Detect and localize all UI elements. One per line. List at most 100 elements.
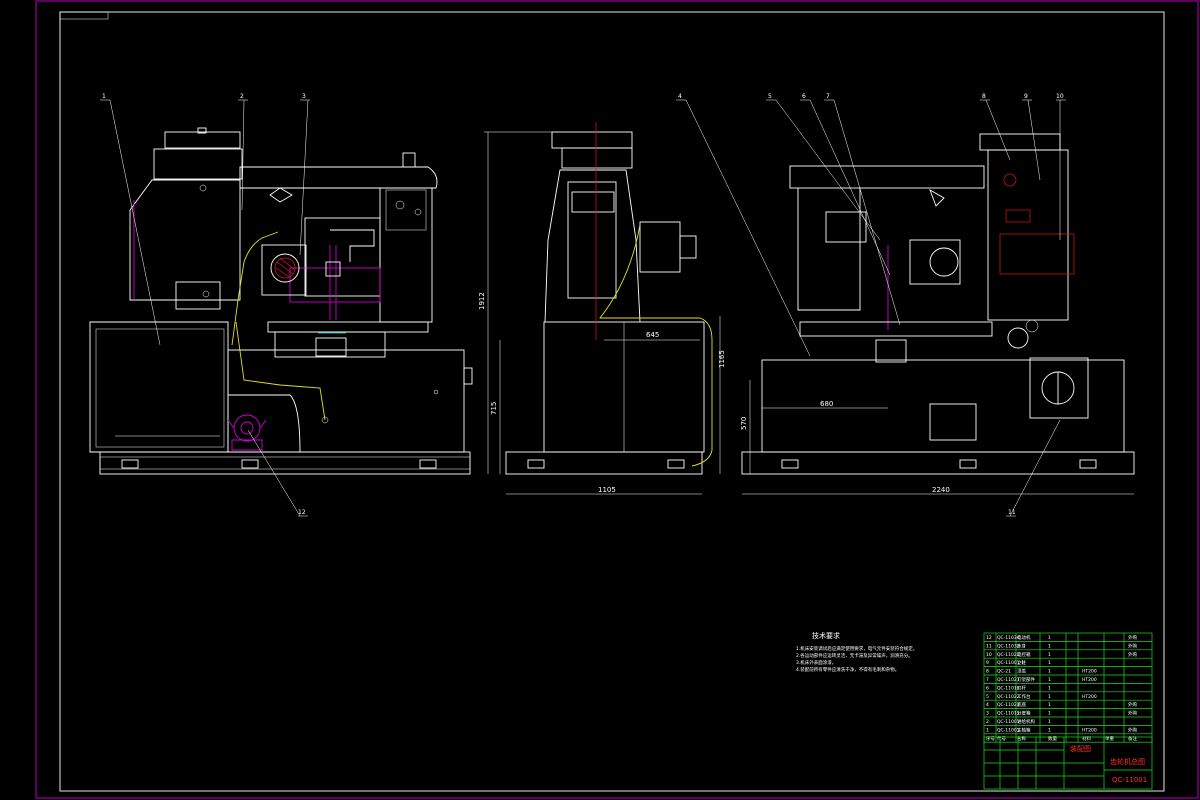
drawing-number: QC-11001 [1112, 776, 1147, 784]
bom-cell-no: 9 [986, 660, 989, 666]
dim-back-height: 570 [740, 417, 748, 430]
technical-notes: 技术要求 1.机床安装调试后应满足使用要求，电气元件安装符合规定。 2.各运动部… [796, 631, 917, 673]
bom-cell-code: QC-11022 [997, 652, 1020, 658]
motor-12 [227, 414, 267, 451]
bom-cell-code: QC-11021 [997, 702, 1020, 708]
bom-cell-no: 1 [986, 727, 989, 733]
bom-cell-code: QC-11011 [997, 711, 1020, 717]
bom-cell-name: 顶盖 [1017, 668, 1026, 675]
title-block: 装配图 齿轮机总图 QC-11001 [983, 736, 1153, 790]
bom-cell-remark: 外购 [1128, 651, 1137, 658]
back-view: 2240 680 570 [740, 133, 1135, 495]
bom-cell-remark: 外购 [1128, 642, 1137, 649]
bom-cell-code: QC-11016 [997, 685, 1020, 691]
dim-back-width: 2240 [932, 486, 950, 494]
bom-cell-qty: 1 [1048, 635, 1051, 641]
bom-cell-material: HT200 [1082, 727, 1097, 733]
scale-label: 装配图 [1070, 744, 1091, 753]
balloon-8: 8 [982, 93, 986, 100]
bom-cell-qty: 1 [1048, 652, 1051, 658]
bom-cell-code: QC-11001-1 [997, 660, 1024, 666]
bom-header-5: 单重 [1105, 735, 1114, 742]
bom-cell-name: 刀架部件 [1017, 676, 1035, 683]
balloon-3: 3 [302, 93, 306, 100]
front-view [89, 127, 473, 475]
bom-cell-no: 5 [986, 694, 989, 700]
bom-cell-code: QC-11001 [997, 719, 1020, 725]
bom-cell-material: HT200 [1082, 677, 1097, 683]
bom-cell-remark: 外购 [1128, 726, 1137, 733]
bom-cell-qty: 1 [1048, 694, 1051, 700]
notes-line-2: 2.各运动部件应运转灵活，无卡滞及异常噪声，润滑充分。 [796, 652, 913, 659]
bom-frame [983, 632, 1153, 743]
bom-cell-material: HT200 [1082, 669, 1097, 675]
bom-cell-qty: 1 [1048, 727, 1051, 733]
balloon-4: 4 [678, 93, 682, 100]
balloon-1: 1 [102, 93, 106, 100]
bom-cell-name: 进给机构 [1017, 718, 1035, 725]
bom-cell-no: 8 [986, 669, 989, 675]
bom-cell-no: 4 [986, 702, 989, 708]
bom-cell-no: 7 [986, 677, 989, 683]
bom-cell-code: QC-11032 [997, 643, 1020, 649]
bom-cell-no: 2 [986, 719, 989, 725]
balloon-6: 6 [802, 93, 806, 100]
bom-cell-code: QC-11001 [997, 727, 1020, 733]
bom-cell-code: QC-11022 [997, 694, 1020, 700]
balloon-11: 11 [1008, 509, 1016, 516]
bom-cell-qty: 1 [1048, 677, 1051, 683]
bom-cell-name: 刀杆 [1017, 684, 1026, 691]
bom-cell-no: 3 [986, 711, 989, 717]
balloon-9: 9 [1024, 93, 1028, 100]
balloon-10: 10 [1056, 93, 1064, 100]
notes-title: 技术要求 [812, 631, 840, 640]
bom-cell-material: HT200 [1082, 694, 1097, 700]
dim-side-mid: 645 [646, 331, 659, 339]
bom-cell-remark: 外购 [1128, 634, 1137, 641]
bom-cell-qty: 1 [1048, 669, 1051, 675]
bom-cell-no: 12 [986, 635, 992, 641]
dim-front-height: 1912 [478, 292, 486, 310]
bom-cell-name: 主轴箱 [1017, 726, 1031, 733]
bom-cell-name: 电动机 [1017, 634, 1031, 641]
balloon-2: 2 [240, 93, 244, 100]
notes-line-3: 3.机床外表面涂漆。 [796, 659, 836, 666]
bom-cell-remark: 外购 [1128, 710, 1137, 717]
bom-header-0: 序号 [986, 735, 995, 742]
dim-side-width: 1105 [598, 486, 616, 494]
dim-back-inner: 680 [820, 400, 833, 408]
bom-cell-name: 工作台 [1017, 693, 1031, 700]
inner-frame [59, 11, 1165, 792]
bom-cell-qty: 1 [1048, 643, 1051, 649]
bom-cell-name: 底座 [1017, 701, 1026, 708]
bom-cell-name: 立柱 [1017, 659, 1026, 666]
outer-frame [35, 0, 1199, 799]
bom-cell-code: QC-11021 [997, 677, 1020, 683]
bom-cell-qty: 1 [1048, 685, 1051, 691]
bom-cell-name: 床身 [1017, 642, 1026, 649]
bom-header-3: 数量 [1048, 735, 1057, 742]
dim-front-lower: 715 [490, 402, 498, 415]
notes-line-4: 4.装配前所有零件应清洗干净，不得有毛刺和杂物。 [796, 666, 899, 673]
bom-cell-qty: 1 [1048, 702, 1051, 708]
top-tag [59, 11, 109, 20]
bom-cell-name: 分度箱 [1017, 710, 1031, 717]
bom-cell-no: 6 [986, 685, 989, 691]
bom-cell-no: 10 [986, 652, 992, 658]
bom-cell-qty: 1 [1048, 719, 1051, 725]
balloon-5: 5 [768, 93, 772, 100]
bom-cell-name: 电控箱 [1017, 651, 1031, 658]
bom-header-4: 材料 [1082, 735, 1091, 742]
bom-cell-code: QC-11034 [997, 635, 1020, 641]
bom-header-1: 代号 [997, 735, 1006, 742]
bom-cell-qty: 1 [1048, 711, 1051, 717]
drawing-name: 齿轮机总图 [1110, 757, 1145, 766]
bom-header-6: 备注 [1128, 735, 1137, 742]
bom-cell-code: QC-21 [997, 669, 1011, 675]
balloons: 1 2 3 4 5 6 7 8 9 10 11 12 [100, 93, 1066, 517]
notes-line-1: 1.机床安装调试后应满足使用要求，电气元件安装符合规定。 [796, 645, 917, 652]
bom-cell-no: 11 [986, 643, 992, 649]
bom-cell-qty: 1 [1048, 660, 1051, 666]
